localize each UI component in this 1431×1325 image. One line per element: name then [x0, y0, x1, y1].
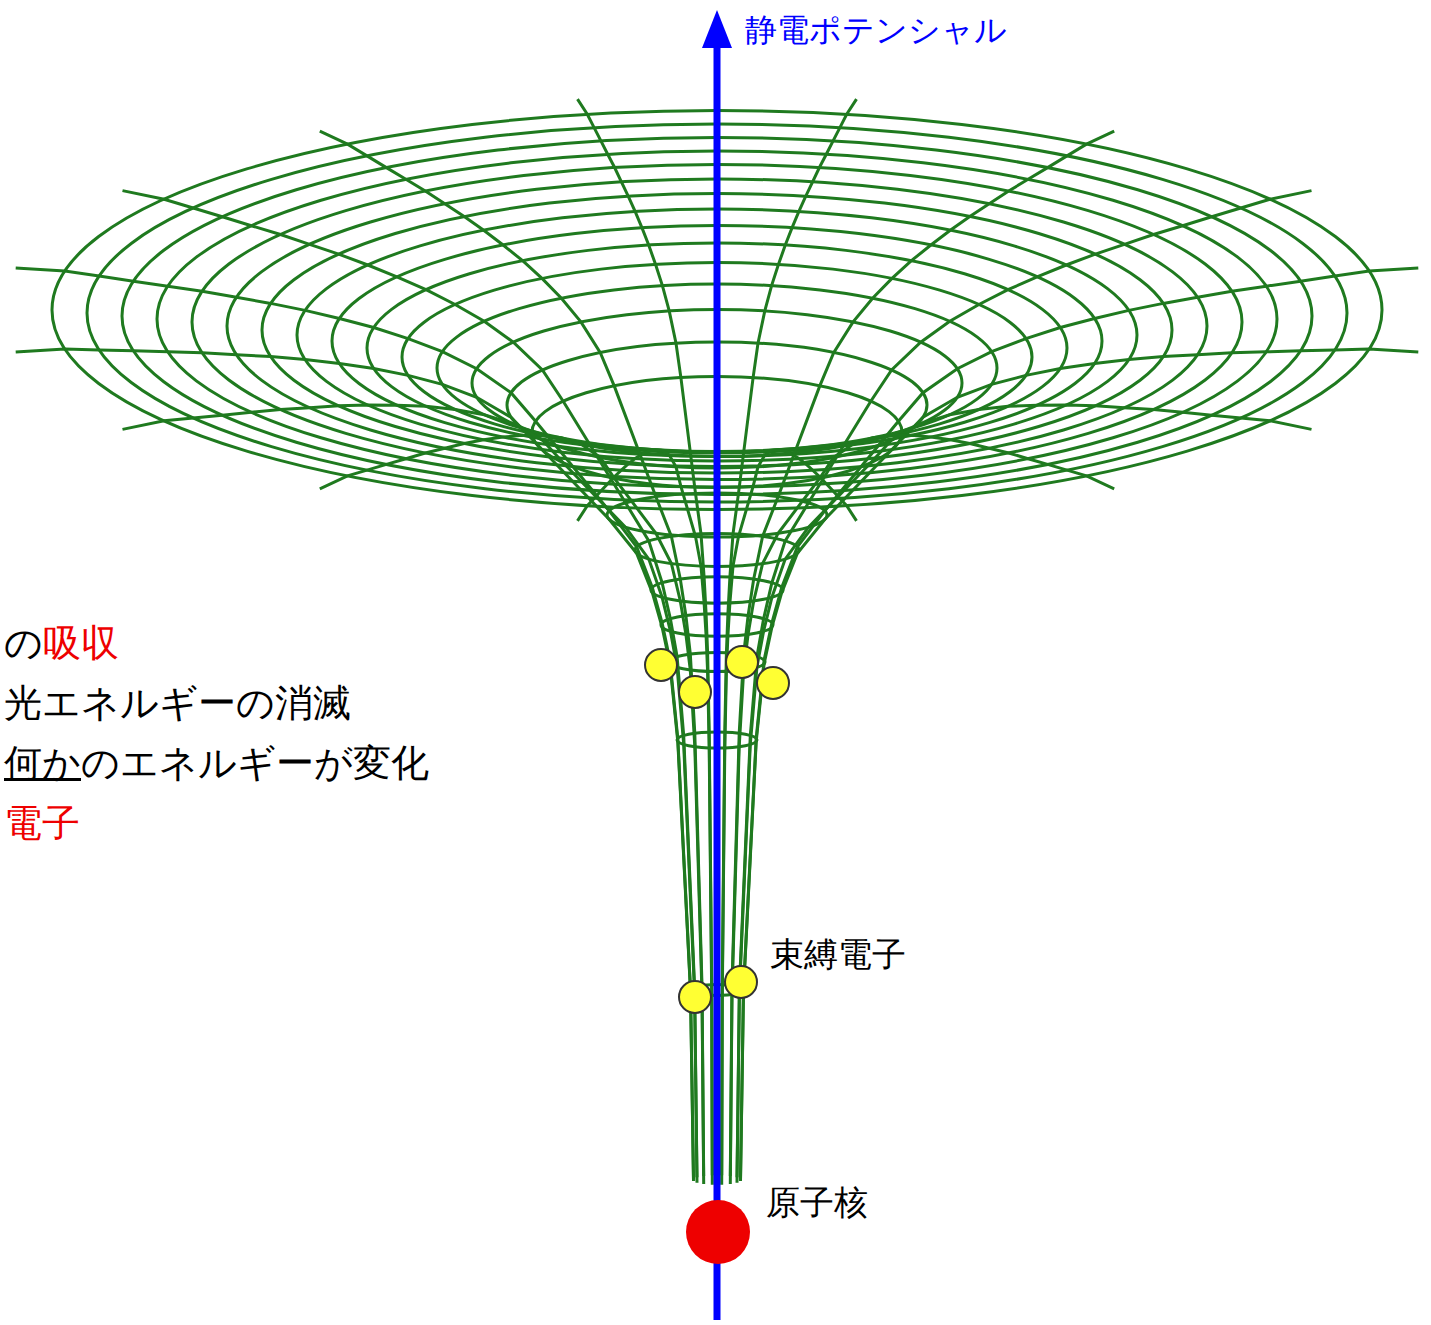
note-text: 光エネルギーの消滅	[4, 682, 351, 726]
axis-label: 静電ポテンシャル	[745, 12, 1007, 49]
electron-dot	[679, 981, 711, 1013]
electron-dot	[679, 676, 711, 708]
electron-dot	[757, 667, 789, 699]
funnel-meridian	[730, 435, 1114, 1184]
note-highlight: 吸収	[43, 622, 119, 666]
funnel-meridian	[320, 131, 704, 1176]
funnel-meridian	[16, 349, 694, 1181]
electron-dot	[645, 649, 677, 681]
electron-dot	[726, 646, 758, 678]
part-label: 原子核	[766, 1183, 868, 1222]
note-text: のエネルギーが変化	[81, 742, 429, 786]
funnel-meridian	[730, 131, 1114, 1176]
electrons	[645, 646, 789, 1013]
note-highlight: 電子	[4, 802, 80, 846]
funnel-meridian	[741, 268, 1419, 1179]
part-label: 束縛電子	[770, 935, 906, 974]
potential-axis	[714, 45, 721, 1320]
funnel-meridian	[578, 99, 713, 1175]
note-text: の	[4, 622, 43, 666]
electron-dot	[725, 966, 757, 998]
axis-arrowhead	[702, 10, 732, 48]
funnel-meridian	[737, 405, 1312, 1183]
nucleus	[686, 1200, 750, 1264]
note-underlined: 何か	[4, 742, 81, 786]
funnel-meridian	[320, 435, 704, 1184]
